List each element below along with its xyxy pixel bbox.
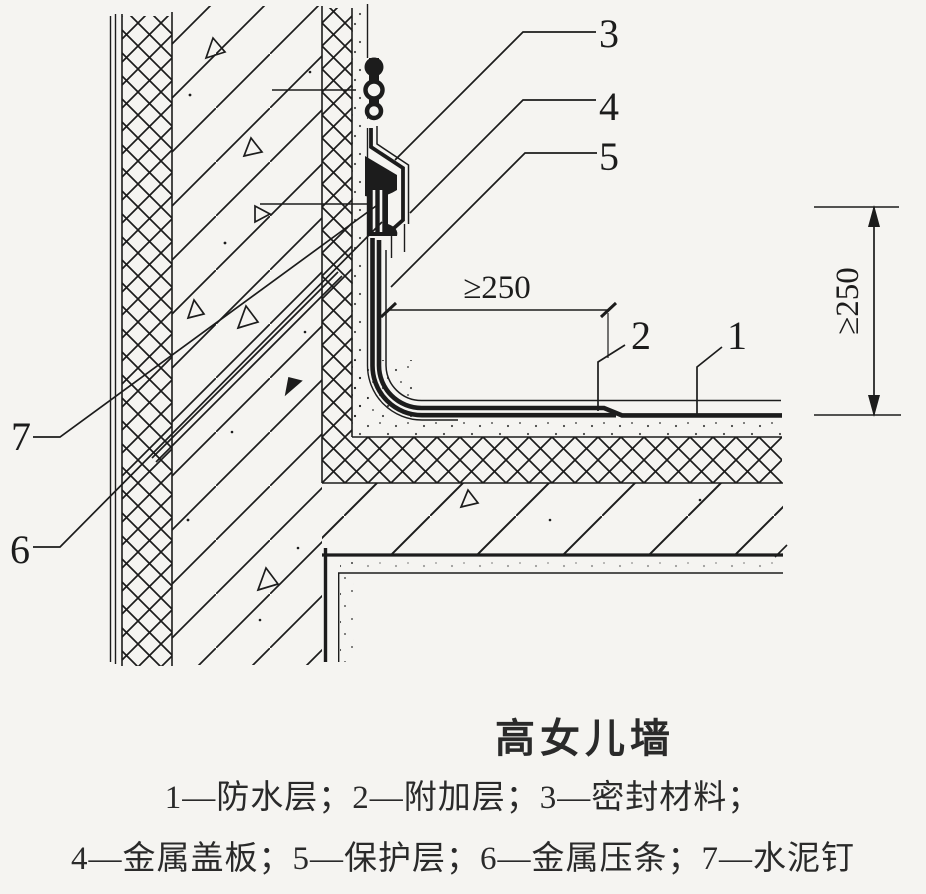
figure-title: 高女儿墙 xyxy=(495,716,675,761)
callout-leaders xyxy=(33,31,723,548)
wall-concrete-core xyxy=(172,6,323,665)
callout-5: 5 xyxy=(599,134,619,179)
roof-concrete-slab xyxy=(322,483,788,574)
wall-insulation-band-left xyxy=(121,12,173,666)
plaster-stipple xyxy=(340,8,782,662)
membrane-layers xyxy=(366,4,782,421)
leader-5 xyxy=(390,152,597,288)
figure-legend-line-2: 4—金属盖板；5—保护层；6—金属压条；7—水泥钉 xyxy=(71,841,855,877)
interior-wall-corner xyxy=(323,548,340,662)
callout-2: 2 xyxy=(631,313,651,358)
leader-3 xyxy=(394,31,596,161)
callout-7: 7 xyxy=(11,414,31,459)
metal-cover-plate xyxy=(369,128,405,230)
callout-numbers: 3 4 5 2 1 7 6 xyxy=(10,11,747,572)
wall-insulation-band-right xyxy=(322,8,353,483)
termination-reference-lines xyxy=(260,89,374,205)
horizontal-dimension: ≥250 xyxy=(379,270,618,358)
wall-face-cove-line xyxy=(366,128,458,421)
leader-2 xyxy=(597,344,626,411)
leader-1 xyxy=(696,346,723,416)
wall-outer-face-lines xyxy=(109,14,117,664)
metal-batten xyxy=(368,186,398,236)
additional-membrane-layer xyxy=(370,238,616,418)
roof-insulation-band xyxy=(322,436,783,484)
callout-1: 1 xyxy=(727,313,747,358)
leader-4 xyxy=(409,99,596,214)
vertical-dimension: ≥250 xyxy=(814,205,901,417)
sealant-bead-chain xyxy=(363,57,385,121)
concrete-triangle-symbols xyxy=(186,36,480,592)
callout-4: 4 xyxy=(599,84,619,129)
callout-3: 3 xyxy=(599,11,619,56)
protective-layer-line xyxy=(385,250,781,402)
callout-6: 6 xyxy=(10,527,30,572)
leader-7 xyxy=(33,205,377,438)
leader-6 xyxy=(33,221,383,548)
metal-cover-plate-outer-edge xyxy=(376,126,410,224)
termination-detail xyxy=(363,57,417,258)
main-waterproof-layer xyxy=(376,240,782,418)
concrete-dot-symbols xyxy=(186,70,702,622)
figure-legend-line-1: 1—防水层；2—附加层；3—密封材料； xyxy=(164,780,762,816)
vertical-dimension-label: ≥250 xyxy=(830,267,866,335)
wall-flashing-diagonal xyxy=(151,271,343,463)
horizontal-dimension-label: ≥250 xyxy=(463,270,531,306)
